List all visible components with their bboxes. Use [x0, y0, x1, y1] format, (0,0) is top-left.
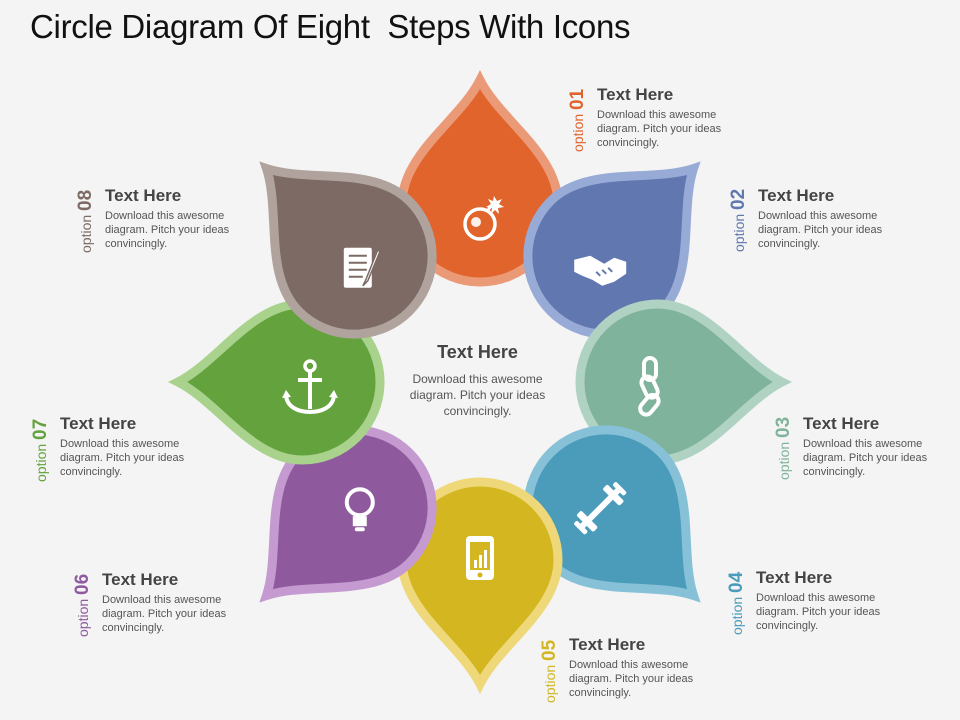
option-02-heading: Text Here	[758, 186, 835, 205]
notepad-icon	[343, 247, 381, 288]
option-05-body: Download this awesome diagram. Pitch you…	[569, 659, 694, 699]
option-04-heading: Text Here	[756, 568, 833, 587]
page-title: Circle Diagram Of Eight Steps With Icons	[30, 8, 631, 45]
option-06-text: Text Here Download this awesome diagram.…	[102, 570, 282, 635]
option-08-text: Text Here Download this awesome diagram.…	[105, 186, 285, 251]
bomb-icon	[463, 196, 504, 241]
option-07-text: Text Here Download this awesome diagram.…	[60, 414, 240, 479]
option-03-body: Download this awesome diagram. Pitch you…	[803, 438, 928, 478]
option-07-label: option 07	[30, 418, 51, 482]
option-01-text: Text Here Download this awesome diagram.…	[597, 85, 777, 150]
option-03-text: Text Here Download this awesome diagram.…	[803, 414, 960, 479]
option-03-label: option 03	[773, 416, 794, 480]
option-04-label: option 04	[726, 571, 747, 635]
center-body: Download this awesome diagram. Pitch you…	[409, 372, 546, 418]
option-06-body: Download this awesome diagram. Pitch you…	[102, 594, 227, 634]
light-bulb-icon	[344, 487, 375, 532]
option-01-body: Download this awesome diagram. Pitch you…	[597, 109, 722, 149]
option-03-heading: Text Here	[803, 414, 880, 433]
option-05-text: Text Here Download this awesome diagram.…	[569, 635, 749, 700]
option-04-text: Text Here Download this awesome diagram.…	[756, 568, 936, 633]
chain-link-icon	[638, 356, 661, 417]
option-05-label: option 05	[539, 639, 560, 703]
option-02-label: option 02	[728, 188, 749, 252]
option-06-heading: Text Here	[102, 570, 179, 589]
option-05-heading: Text Here	[569, 635, 646, 654]
handshake-icon	[574, 255, 627, 286]
option-08-body: Download this awesome diagram. Pitch you…	[105, 210, 230, 250]
option-04-body: Download this awesome diagram. Pitch you…	[756, 592, 881, 632]
anchor-icon	[282, 359, 338, 415]
option-08-label: option 08	[75, 189, 96, 253]
option-01-label: option 01	[567, 88, 588, 152]
option-06-label: option 06	[72, 573, 93, 637]
option-01-heading: Text Here	[597, 85, 674, 104]
option-02-text: Text Here Download this awesome diagram.…	[758, 186, 938, 251]
option-07-heading: Text Here	[60, 414, 137, 433]
option-08-heading: Text Here	[105, 186, 182, 205]
dumbbell-icon	[574, 482, 627, 535]
option-02-body: Download this awesome diagram. Pitch you…	[758, 210, 883, 250]
center-text-block: Text Here Download this awesome diagram.…	[395, 342, 560, 419]
option-07-body: Download this awesome diagram. Pitch you…	[60, 438, 185, 478]
smartphone-icon	[466, 536, 494, 580]
center-heading: Text Here	[437, 342, 518, 362]
